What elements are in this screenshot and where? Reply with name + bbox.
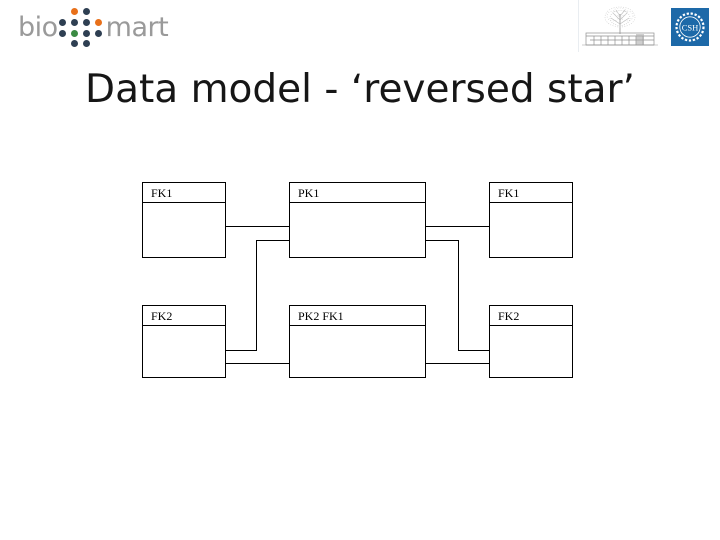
entity-label: FK1 bbox=[490, 183, 572, 203]
entity-box-top-center[interactable]: PK1 bbox=[289, 182, 426, 258]
entity-box-bottom-center[interactable]: PK2 FK1 bbox=[289, 305, 426, 378]
connector-topcenter-to-bottomright-vertical bbox=[458, 240, 459, 350]
entity-label: PK1 bbox=[290, 183, 425, 203]
connector-topleft-to-topcenter bbox=[226, 226, 289, 227]
entity-box-top-right[interactable]: FK1 bbox=[489, 182, 573, 258]
header-divider bbox=[578, 0, 579, 52]
entity-label: FK2 bbox=[490, 306, 572, 326]
entity-box-bottom-left[interactable]: FK2 bbox=[142, 305, 226, 378]
entity-body bbox=[490, 203, 572, 257]
entity-body bbox=[143, 203, 225, 257]
page-title: Data model - ‘reversed star’ bbox=[85, 67, 635, 112]
connector-topcenter-to-topright bbox=[426, 226, 489, 227]
connector-topcenter-to-bottomleft-vertical bbox=[256, 240, 257, 350]
biomart-logo: bio mart bbox=[18, 6, 169, 48]
cshl-building-tree-icon bbox=[582, 6, 658, 46]
entity-box-top-left[interactable]: FK1 bbox=[142, 182, 226, 258]
entity-body bbox=[490, 326, 572, 377]
logo-text-mart: mart bbox=[105, 11, 169, 43]
entity-label: PK2 FK1 bbox=[290, 306, 425, 326]
entity-body bbox=[143, 326, 225, 377]
entity-body bbox=[290, 326, 425, 377]
connector-topcenter-to-bottomleft-upper bbox=[256, 240, 289, 241]
connector-bottomcenter-to-bottomright bbox=[426, 363, 489, 364]
logo-text-bio: bio bbox=[18, 11, 58, 43]
entity-box-bottom-right[interactable]: FK2 bbox=[489, 305, 573, 378]
header-band: bio mart bbox=[0, 0, 720, 56]
logo-dot-matrix-icon bbox=[58, 6, 105, 48]
entity-label: FK1 bbox=[143, 183, 225, 203]
cshl-seal-badge: CSH bbox=[671, 8, 709, 46]
connector-topcenter-to-bottomright-lower bbox=[458, 350, 489, 351]
cshl-seal-text: CSH bbox=[682, 23, 699, 33]
connector-bottomleft-to-bottomcenter bbox=[226, 363, 289, 364]
entity-label: FK2 bbox=[143, 306, 225, 326]
connector-topcenter-to-bottomleft-lower bbox=[226, 350, 257, 351]
entity-body bbox=[290, 203, 425, 257]
connector-topcenter-to-bottomright-upper bbox=[426, 240, 459, 241]
